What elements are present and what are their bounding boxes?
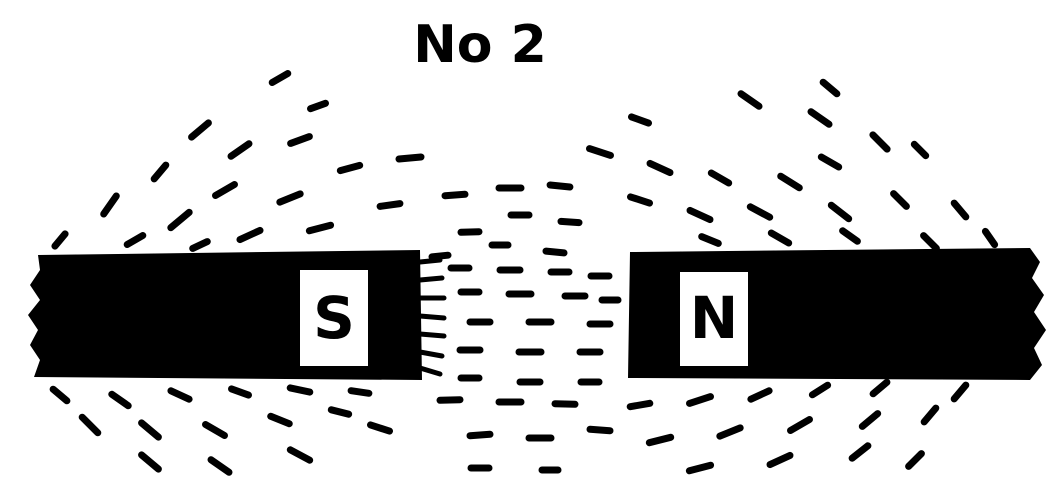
filing-dash	[240, 230, 260, 239]
filing-dash	[590, 149, 611, 156]
filing-dash	[432, 255, 448, 257]
north-pole-label: N	[690, 284, 739, 352]
filing-dash	[690, 397, 711, 404]
filing-dash	[702, 237, 719, 244]
filing-dash	[271, 416, 290, 423]
filing-dash	[873, 382, 887, 394]
filing-dash	[216, 185, 235, 196]
south-pole-filings	[420, 260, 444, 374]
filing-dash	[171, 391, 189, 399]
filing-dash	[909, 454, 922, 467]
filing-dash	[192, 123, 209, 137]
filing-dash	[142, 423, 159, 437]
filing-dash	[720, 428, 740, 436]
filing-dash	[371, 425, 390, 431]
figure-title: No 2	[413, 15, 547, 75]
filing-dash	[309, 225, 330, 231]
filing-dash	[823, 82, 837, 94]
filing-dash	[770, 455, 790, 464]
filing-dash	[211, 460, 229, 473]
filing-dash	[750, 207, 769, 217]
filing-dash	[231, 144, 249, 157]
filing-dash	[112, 394, 128, 405]
filing-dash	[811, 112, 829, 125]
filing-dash	[649, 437, 670, 442]
filing-dash	[631, 197, 650, 203]
filing-dash	[630, 403, 650, 406]
filing-dash	[546, 251, 564, 253]
filing-dash	[831, 205, 848, 219]
filing-dash	[193, 242, 208, 249]
filing-dash	[590, 429, 610, 430]
filing-dash	[873, 135, 887, 149]
filing-dash	[894, 194, 907, 207]
south-pole-label: S	[313, 284, 355, 352]
filing-dash	[711, 173, 728, 183]
filing-dash	[791, 420, 810, 431]
filing-dash	[751, 391, 769, 399]
filing-dash	[771, 233, 788, 243]
filing-dash	[914, 144, 925, 155]
filing-dash	[399, 157, 421, 159]
filing-dash	[924, 236, 937, 249]
filing-dash	[272, 74, 288, 83]
filing-dash	[555, 404, 575, 405]
filing-dash	[440, 400, 460, 401]
filing-dash	[843, 231, 858, 241]
filing-dash	[290, 450, 309, 460]
filing-dash	[650, 163, 670, 172]
filing-dash	[127, 236, 143, 245]
filing-dash	[55, 234, 65, 246]
filing-dash	[689, 465, 710, 471]
filing-dash	[104, 196, 117, 214]
filing-dash	[290, 388, 310, 392]
filing-dash	[862, 414, 877, 427]
filing-dash	[445, 194, 465, 195]
filing-dash	[340, 165, 359, 170]
filing-dash	[781, 176, 800, 188]
filing-dash	[53, 389, 67, 401]
filing-dash	[985, 231, 994, 244]
filing-dash	[470, 434, 490, 435]
filing-dash	[351, 391, 369, 394]
filing-dash	[142, 455, 159, 469]
filing-dash	[632, 117, 649, 123]
filing-dash	[561, 221, 579, 222]
filing-dash	[82, 417, 98, 433]
filing-dash	[690, 210, 710, 219]
filing-dash	[331, 410, 348, 414]
filing-dash	[380, 204, 400, 207]
filing-dash	[154, 165, 166, 179]
filing-dash	[171, 212, 189, 227]
filing-dash	[924, 408, 936, 422]
filing-dash	[232, 389, 249, 395]
filing-dash	[206, 425, 225, 436]
filing-dash	[954, 203, 966, 217]
filing-dash	[852, 446, 868, 458]
filing-dash	[812, 385, 827, 395]
filing-dash	[280, 194, 300, 202]
filing-dash	[954, 385, 966, 399]
filing-dash	[741, 94, 759, 107]
filing-dash	[311, 103, 326, 108]
filing-dash	[821, 157, 838, 167]
filing-dash	[550, 185, 570, 187]
filing-dash	[461, 232, 479, 233]
filing-dash	[291, 137, 310, 144]
